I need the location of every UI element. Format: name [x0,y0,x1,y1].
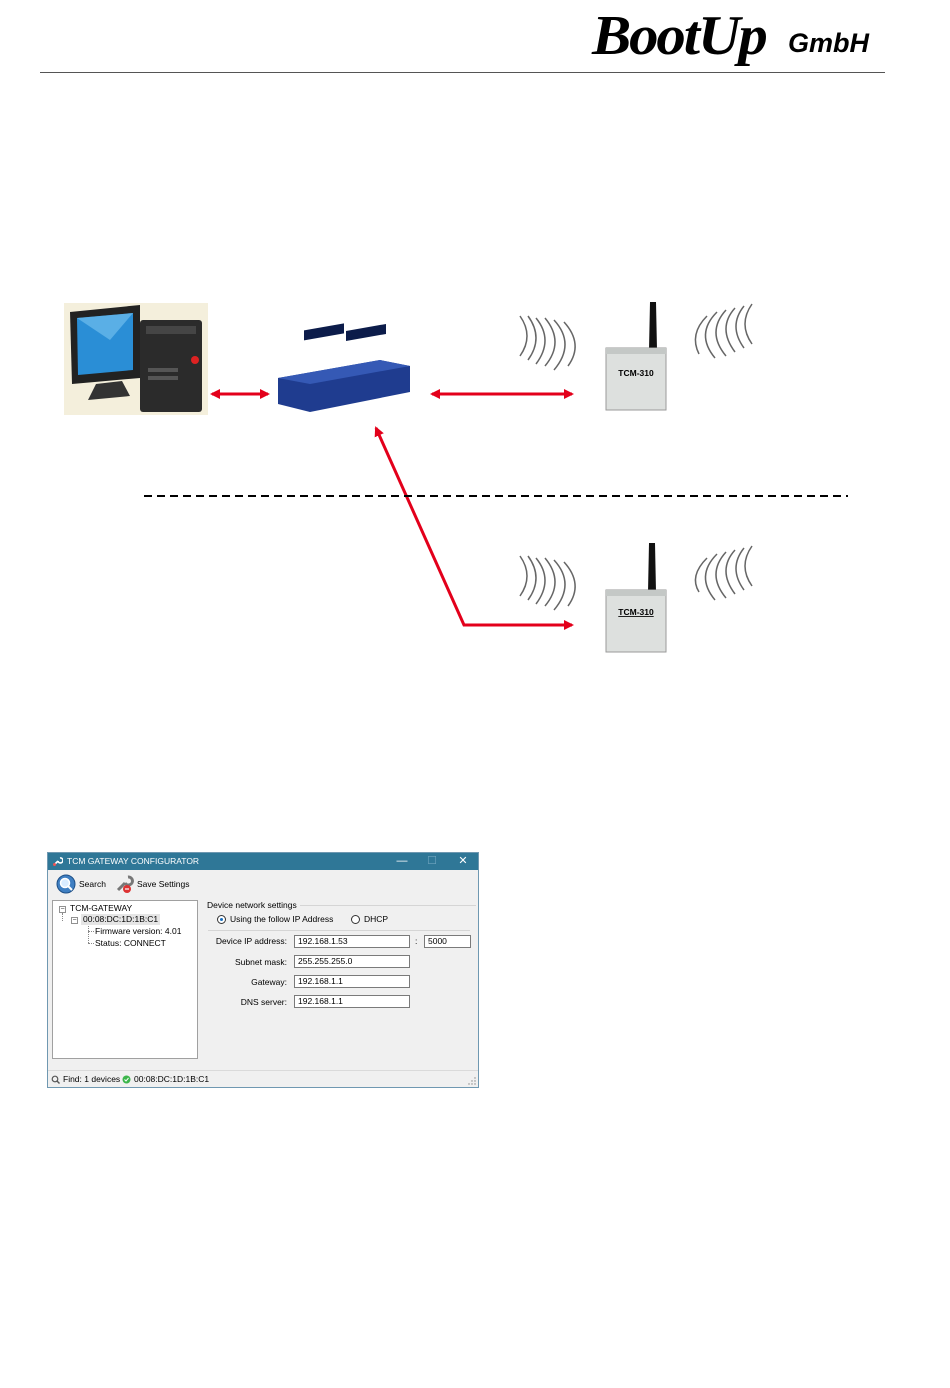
save-settings-label: Save Settings [137,879,190,889]
wrench-icon [53,857,63,866]
network-switch-icon [278,323,410,412]
maximize-button[interactable]: ☐ [427,855,437,867]
ip-address-label: Device IP address: [215,936,287,946]
tcm-device-bottom: TCM-310 [605,543,667,653]
group-divider [300,905,476,906]
connected-device: 00:08:DC:1D:1B:C1 [134,1074,210,1084]
dhcp-label: DHCP [364,914,389,924]
tcm-label-bottom: TCM-310 [618,607,654,617]
group-title: Device network settings [207,900,297,910]
section-divider [208,930,470,931]
logo-wordmark: BootUp [592,5,768,67]
search-icon [56,874,76,894]
close-button[interactable]: ✕ [458,855,468,867]
arrow-switch-tcm-bottom [374,426,574,630]
gateway-field[interactable]: 192.168.1.1 [294,975,410,988]
device-tree: − TCM-GATEWAY − 00:08:DC:1D:1B:C1 Firmwa… [52,900,198,1059]
dhcp-radio[interactable]: DHCP [351,914,388,924]
tree-connector [62,913,63,921]
radio-checked-icon [217,914,226,924]
configurator-window: TCM GATEWAY CONFIGURATOR — ☐ ✕ Search Sa… [47,852,479,1088]
status-device: 00:08:DC:1D:1B:C1 [122,1074,209,1084]
tree-node-status[interactable]: Status: CONNECT [95,938,166,948]
search-button[interactable]: Search [56,874,106,894]
tree-node-device[interactable]: 00:08:DC:1D:1B:C1 [81,914,161,925]
port-separator: : [415,936,418,946]
collapse-toggle-device[interactable]: − [71,917,78,924]
header-divider [40,72,885,73]
window-title: TCM GATEWAY CONFIGURATOR [67,856,200,866]
save-settings-icon [116,875,134,893]
tree-node-firmware[interactable]: Firmware version: 4.01 [95,926,182,936]
search-label: Search [79,879,106,889]
ip-address-field[interactable]: 192.168.1.53 [294,935,410,948]
toolbar: Search Save Settings [48,870,478,897]
resize-grip-icon[interactable] [468,1077,476,1085]
dns-server-label: DNS server: [240,997,287,1007]
subnet-mask-label: Subnet mask: [235,957,287,967]
status-found: Find: 1 devices [51,1074,120,1084]
magnifier-icon [51,1075,60,1084]
subnet-mask-field[interactable]: 255.255.255.0 [294,955,410,968]
minimize-button[interactable]: — [396,855,408,867]
port-field[interactable]: 5000 [424,935,471,948]
tree-connector [88,926,89,943]
tcm-device-top: TCM-310 [605,302,667,411]
connected-icon [122,1075,131,1083]
logo-suffix: GmbH [788,28,869,58]
company-logo: BootUp GmbH [592,4,892,68]
static-ip-radio[interactable]: Using the follow IP Address [217,914,333,924]
found-count: Find: 1 devices [63,1074,121,1084]
tcm-label-top: TCM-310 [618,368,654,378]
computer-icon [64,303,208,415]
collapse-toggle-root[interactable]: − [59,906,66,913]
tree-node-root[interactable]: TCM-GATEWAY [70,903,133,913]
title-bar: TCM GATEWAY CONFIGURATOR — ☐ ✕ [48,853,478,870]
tree-connector [88,943,94,944]
gateway-label: Gateway: [251,977,287,987]
network-settings-panel: Device network settings Using the follow… [200,900,476,1060]
save-settings-button[interactable]: Save Settings [114,874,189,894]
radio-unchecked-icon [351,914,360,924]
status-bar: Find: 1 devices 00:08:DC:1D:1B:C1 [48,1070,478,1087]
network-diagram: TCM-310 TCM-310 [0,290,950,670]
dns-server-field[interactable]: 192.168.1.1 [294,995,410,1008]
tree-connector [88,931,94,932]
static-ip-label: Using the follow IP Address [230,914,334,924]
